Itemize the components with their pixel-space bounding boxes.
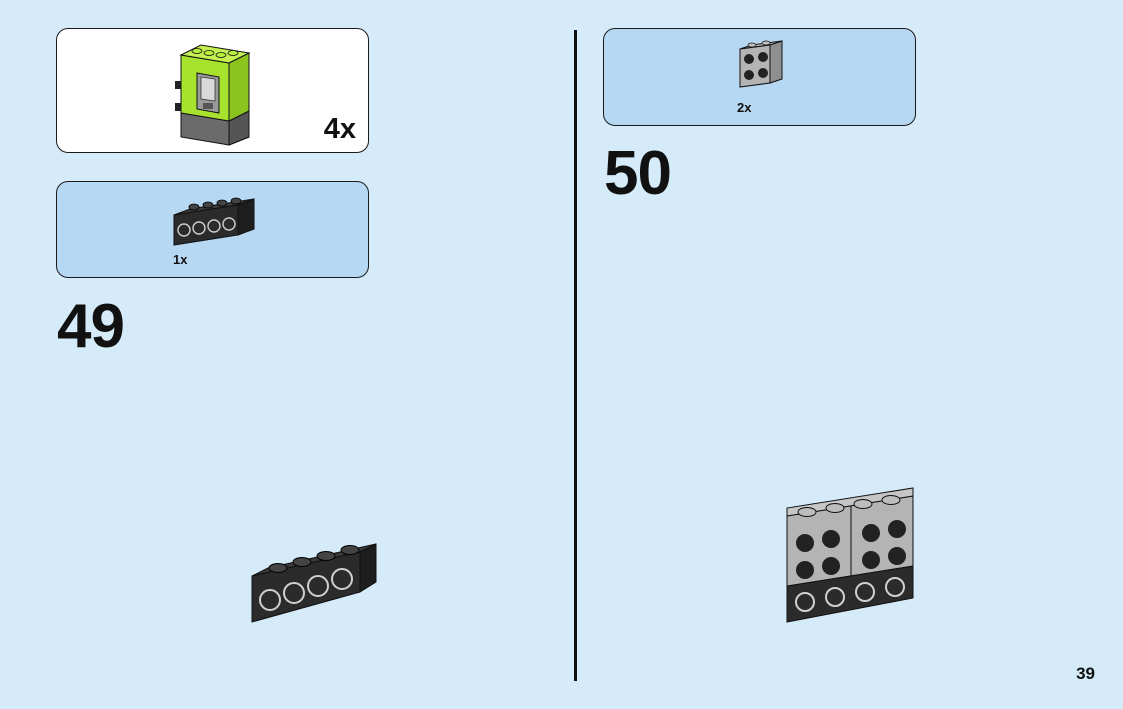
part-quantity: 1x [173, 252, 188, 267]
callout-multiplier: 4x [323, 113, 356, 145]
part-quantity: 2x [737, 100, 752, 115]
grey-brick-1x2-part-image [739, 40, 783, 88]
page-divider [574, 30, 577, 681]
step-50-build-image [786, 487, 914, 623]
black-brick-1x4-part-image [173, 197, 255, 246]
step-49-build-image [251, 543, 377, 623]
step-50-parts-list: 2x [603, 28, 916, 126]
lime-subassembly-image [175, 44, 251, 146]
step-49-parts-list: 1x [56, 181, 369, 278]
step-number-50: 50 [604, 139, 672, 208]
subassembly-callout: 4x [56, 28, 369, 153]
step-number-49: 49 [57, 292, 125, 361]
page-number: 39 [1076, 664, 1095, 683]
